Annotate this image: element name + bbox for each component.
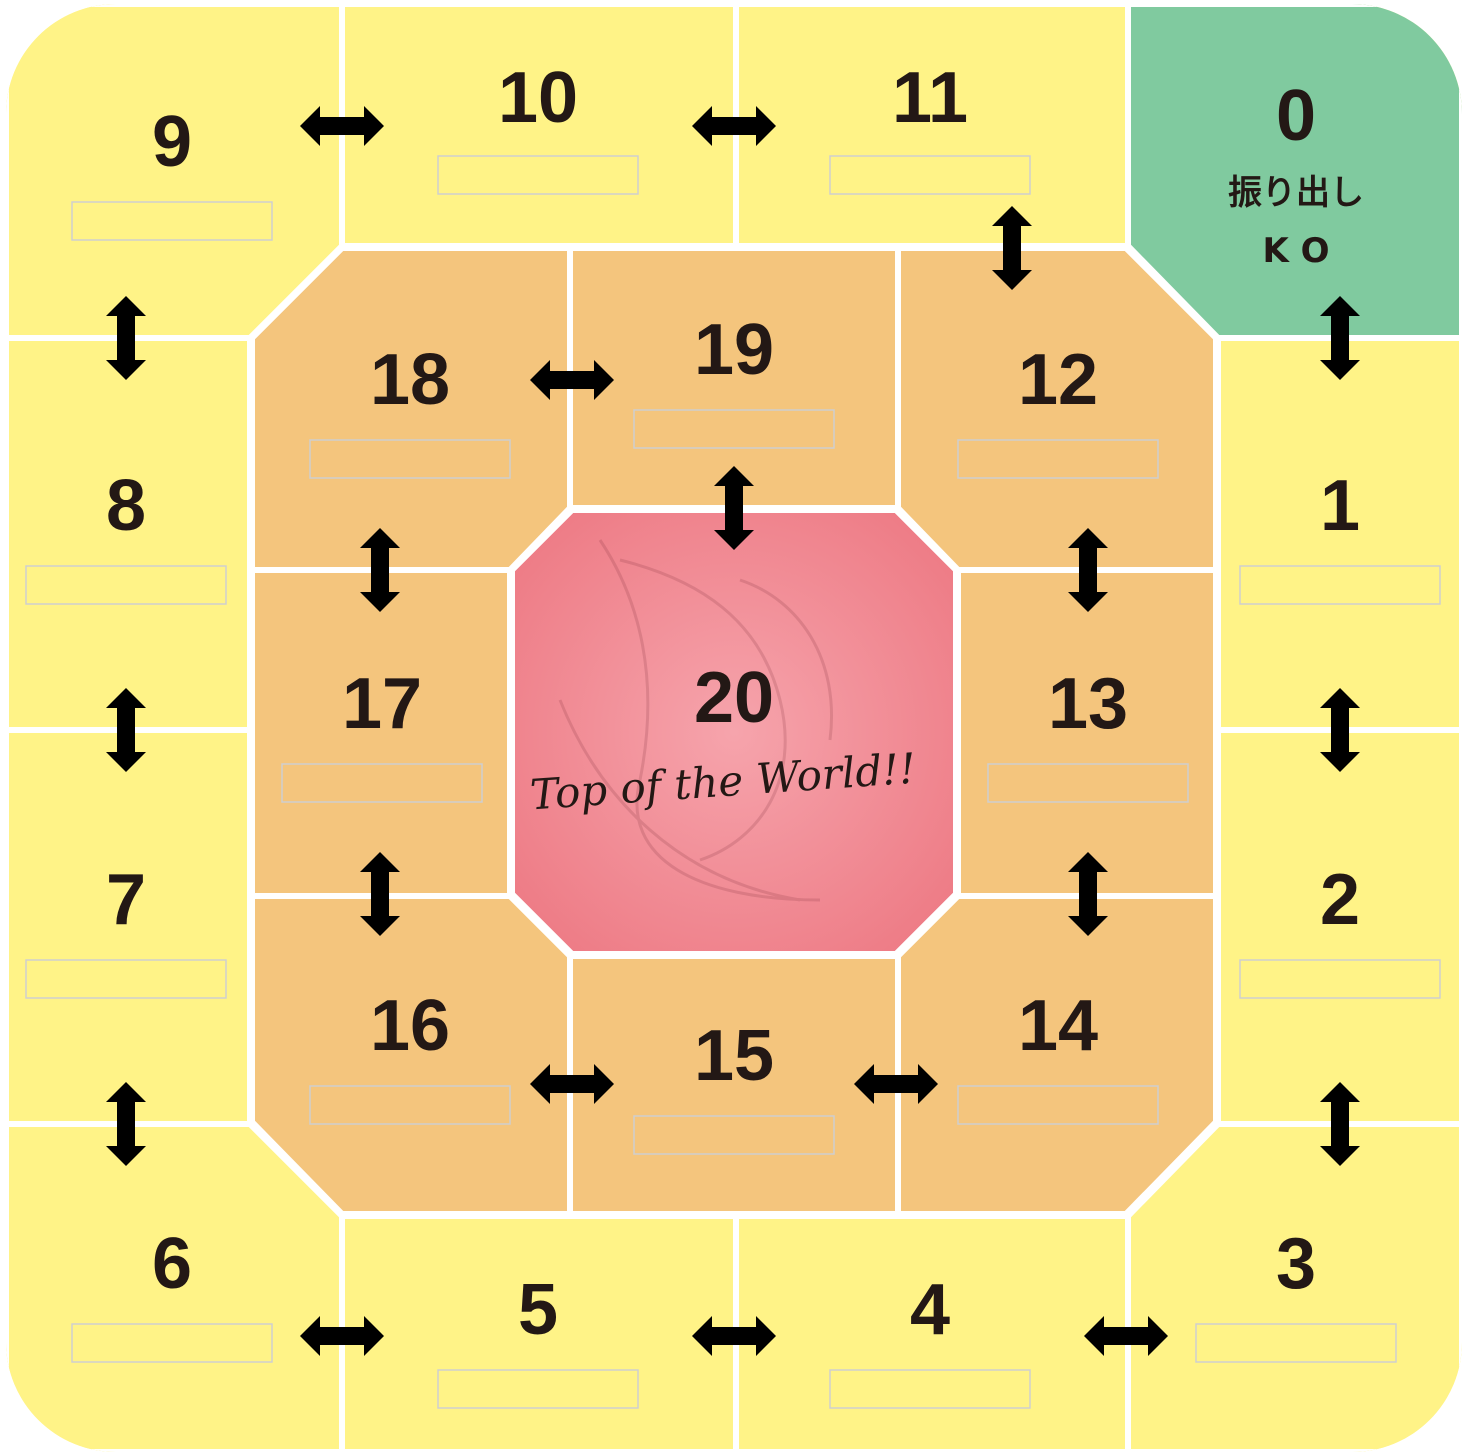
cell-11-number: 11 <box>892 58 968 138</box>
cell-12-number: 12 <box>1018 340 1098 420</box>
cell-0-ko: K O <box>1262 231 1329 271</box>
cell-8-number: 8 <box>106 466 146 546</box>
cell-1-number: 1 <box>1320 466 1360 546</box>
cell-6-number: 6 <box>152 1224 192 1304</box>
cell-4-number: 4 <box>910 1270 950 1350</box>
cell-10-number: 10 <box>498 58 578 138</box>
cell-9-number: 9 <box>152 102 192 182</box>
cell-17-number: 17 <box>342 664 422 744</box>
cell-19-number: 19 <box>694 310 774 390</box>
cell-16-number: 16 <box>370 986 450 1066</box>
cell-20-number: 20 <box>694 658 774 738</box>
cell-7-number: 7 <box>106 860 146 940</box>
cell-18-number: 18 <box>370 340 450 420</box>
cell-0-label: 振り出し <box>1228 173 1364 213</box>
cell-13-number: 13 <box>1048 664 1128 744</box>
cell-15-number: 15 <box>694 1016 774 1096</box>
cell-0-number: 0 <box>1276 76 1316 156</box>
cell-0[interactable] <box>1128 4 1462 338</box>
cell-14-number: 14 <box>1018 986 1098 1066</box>
cell-5-number: 5 <box>518 1270 558 1350</box>
cell-3-number: 3 <box>1276 1224 1316 1304</box>
cell-2-number: 2 <box>1320 860 1360 940</box>
